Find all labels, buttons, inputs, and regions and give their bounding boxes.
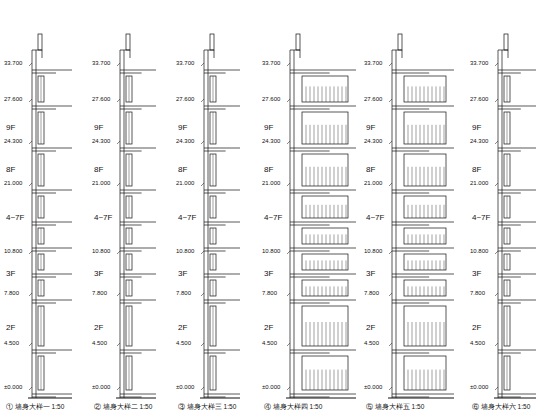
elevation-mark: 33.700	[4, 60, 22, 66]
floor-label: 3F	[6, 270, 15, 278]
elevation-mark: 24.300	[470, 138, 488, 144]
elevation-mark: 27.600	[176, 96, 194, 102]
wall-section	[494, 34, 536, 398]
floor-label: 4~7F	[6, 214, 24, 222]
wall-section	[116, 34, 156, 398]
elevation-mark: 7.800	[262, 290, 277, 296]
elevation-mark: 4.500	[364, 340, 379, 346]
elevation-mark: ±0.000	[92, 384, 110, 390]
wall-section	[286, 34, 356, 398]
floor-label: 9F	[94, 124, 103, 132]
elevation-mark: 10.800	[262, 248, 280, 254]
elevation-mark: 33.700	[470, 60, 488, 66]
section-caption: ① 墙身大样一 1:50	[6, 404, 64, 411]
floor-label: 2F	[94, 324, 103, 332]
elevation-mark: 10.800	[176, 248, 194, 254]
elevation-mark: 4.500	[92, 340, 107, 346]
wall-section	[28, 34, 72, 398]
elevation-mark: 10.800	[4, 248, 22, 254]
floor-label: 3F	[264, 270, 273, 278]
elevation-mark: 7.800	[176, 290, 191, 296]
elevation-mark: 21.000	[92, 180, 110, 186]
elevation-mark: 24.300	[4, 138, 22, 144]
elevation-mark: 24.300	[364, 138, 382, 144]
floor-label: 3F	[366, 270, 375, 278]
floor-label: 8F	[472, 166, 481, 174]
floor-label: 2F	[366, 324, 375, 332]
elevation-mark: 24.300	[92, 138, 110, 144]
section-caption: ⑥ 墙身大样六 1:50	[472, 404, 530, 411]
floor-label: 2F	[178, 324, 187, 332]
elevation-mark: 7.800	[92, 290, 107, 296]
elevation-mark: ±0.000	[262, 384, 280, 390]
section-caption: ⑤ 墙身大样五 1:50	[366, 404, 424, 411]
elevation-mark: 21.000	[262, 180, 280, 186]
elevation-mark: 27.600	[262, 96, 280, 102]
elevation-mark: 24.300	[176, 138, 194, 144]
elevation-mark: 4.500	[4, 340, 19, 346]
elevation-mark: 33.700	[92, 60, 110, 66]
wall-section	[388, 34, 454, 398]
elevation-mark: 27.600	[92, 96, 110, 102]
elevation-mark: ±0.000	[176, 384, 194, 390]
section-caption: ② 墙身大样二 1:50	[94, 404, 152, 411]
elevation-mark: 7.800	[4, 290, 19, 296]
floor-label: 4~7F	[94, 214, 112, 222]
elevation-mark: 24.300	[262, 138, 280, 144]
elevation-mark: 4.500	[470, 340, 485, 346]
elevation-mark: 33.700	[364, 60, 382, 66]
wall-section	[200, 34, 240, 398]
elevation-mark: 21.000	[364, 180, 382, 186]
elevation-mark: 27.600	[364, 96, 382, 102]
elevation-mark: 33.700	[262, 60, 280, 66]
floor-label: 8F	[94, 166, 103, 174]
elevation-mark: 4.500	[176, 340, 191, 346]
floor-label: 2F	[472, 324, 481, 332]
floor-label: 2F	[6, 324, 15, 332]
floor-label: 9F	[178, 124, 187, 132]
floor-label: 4~7F	[366, 214, 384, 222]
elevation-mark: 27.600	[470, 96, 488, 102]
floor-label: 4~7F	[472, 214, 490, 222]
floor-label: 3F	[94, 270, 103, 278]
elevation-mark: 7.800	[364, 290, 379, 296]
floor-label: 9F	[366, 124, 375, 132]
floor-label: 8F	[366, 166, 375, 174]
floor-label: 4~7F	[178, 214, 196, 222]
elevation-mark: 10.800	[92, 248, 110, 254]
floor-label: 9F	[472, 124, 481, 132]
elevation-mark: 10.800	[364, 248, 382, 254]
floor-label: 9F	[264, 124, 273, 132]
elevation-mark: ±0.000	[364, 384, 382, 390]
elevation-mark: 21.000	[176, 180, 194, 186]
elevation-mark: 10.800	[470, 248, 488, 254]
elevation-mark: 27.600	[4, 96, 22, 102]
elevation-mark: 21.000	[4, 180, 22, 186]
elevation-mark: 21.000	[470, 180, 488, 186]
floor-label: 8F	[6, 166, 15, 174]
section-caption: ④ 墙身大样四 1:50	[264, 404, 322, 411]
elevation-mark: 4.500	[262, 340, 277, 346]
elevation-mark: 33.700	[176, 60, 194, 66]
floor-label: 9F	[6, 124, 15, 132]
section-caption: ③ 墙身大样三 1:50	[178, 404, 236, 411]
floor-label: 4~7F	[264, 214, 282, 222]
floor-label: 2F	[264, 324, 273, 332]
floor-label: 8F	[178, 166, 187, 174]
floor-label: 3F	[472, 270, 481, 278]
elevation-mark: ±0.000	[470, 384, 488, 390]
floor-label: 8F	[264, 166, 273, 174]
elevation-mark: 7.800	[470, 290, 485, 296]
elevation-mark: ±0.000	[4, 384, 22, 390]
floor-label: 3F	[178, 270, 187, 278]
